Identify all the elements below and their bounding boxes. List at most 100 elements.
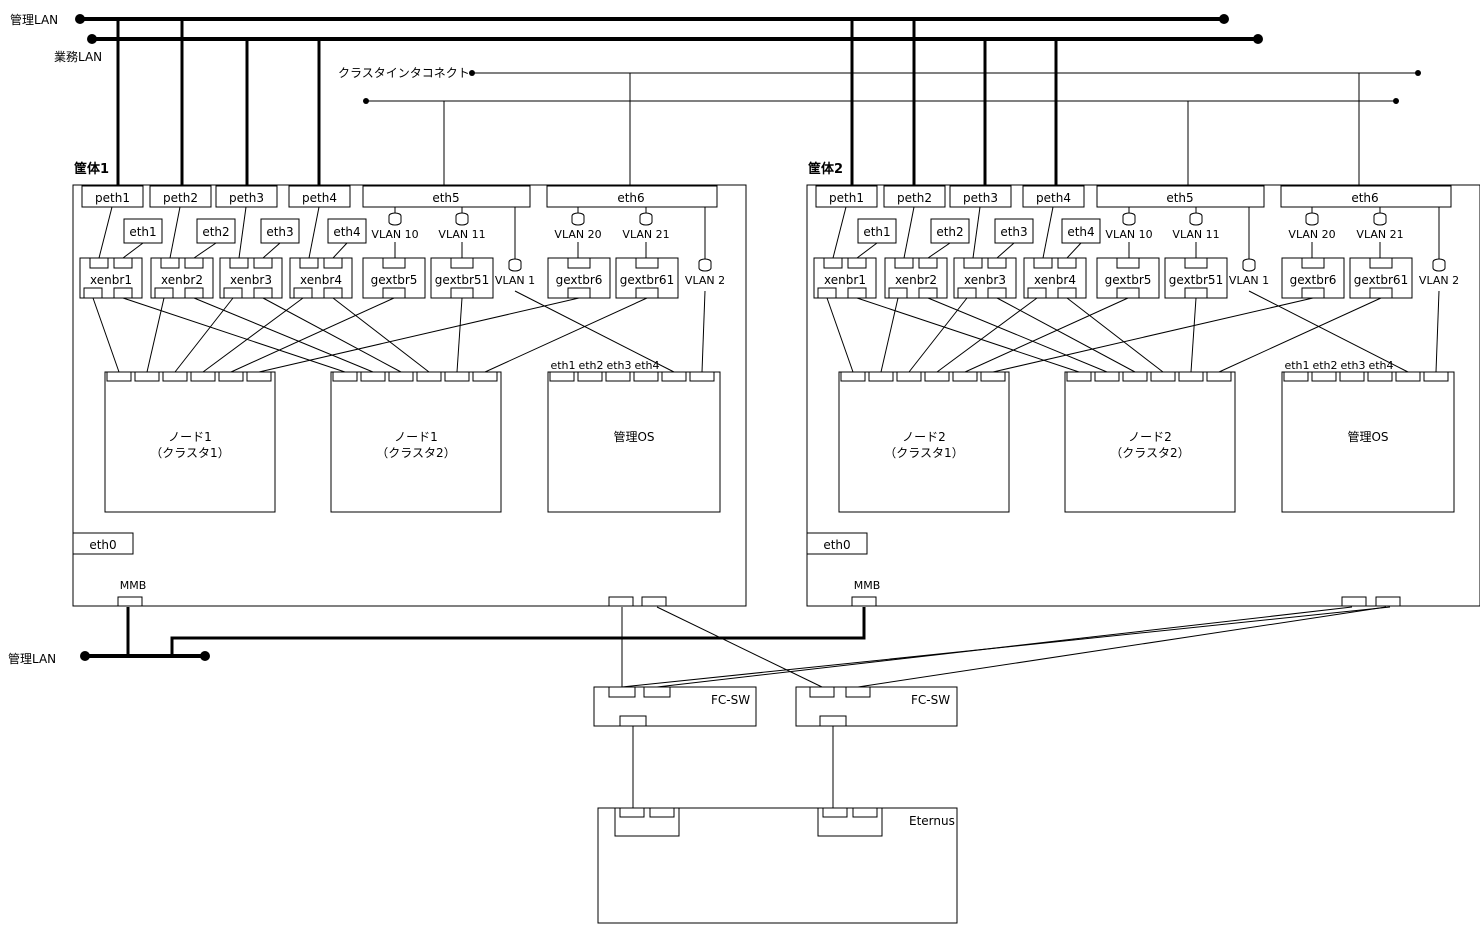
bridge-port — [1033, 257, 1053, 269]
mgmt-os-port — [1339, 371, 1365, 382]
eth-xenbr-link — [996, 242, 1015, 259]
bridge-port — [957, 287, 977, 299]
vlan-icon — [1122, 212, 1136, 226]
vlan-label: VLAN 11 — [1172, 228, 1219, 241]
peth-port — [81, 185, 144, 208]
gextbr-label: gextbr5 — [1105, 273, 1152, 287]
bridge-node-link — [826, 297, 854, 373]
node-port — [360, 371, 386, 382]
mgmt-port-label: eth1 — [1284, 359, 1309, 372]
vlan-icon — [455, 212, 469, 226]
mgmt-port-label: eth1 — [550, 359, 575, 372]
bridge-port — [154, 287, 174, 299]
bridge-port — [1116, 257, 1140, 269]
bridge-port — [1184, 257, 1208, 269]
node-port — [444, 371, 470, 382]
vlan-side-label: VLAN 2 — [685, 274, 725, 287]
chassis-title: 筐体1 — [74, 161, 109, 177]
mgmt-os-port — [633, 371, 659, 382]
vlan-icon — [1189, 212, 1203, 226]
node-port — [952, 371, 978, 382]
bridge-port — [1301, 287, 1325, 299]
vlan-icon — [388, 212, 402, 226]
bridge-node-link — [908, 297, 968, 373]
fc-switch-1: FC-SW — [593, 686, 757, 727]
eth-small-label: eth2 — [936, 225, 963, 239]
node-port — [190, 371, 216, 382]
node-vm — [838, 371, 1010, 513]
node-port — [106, 371, 132, 382]
mgmt-port-label: eth3 — [1340, 359, 1365, 372]
bridge-port — [160, 257, 180, 269]
hba-port — [608, 596, 634, 607]
fc-links — [621, 606, 1391, 808]
mgmt-os-port — [1311, 371, 1337, 382]
hba-port — [1341, 596, 1367, 607]
node-port — [980, 371, 1006, 382]
node-name: ノード1 — [394, 430, 438, 444]
bridge-port — [987, 257, 1007, 269]
node-port — [162, 371, 188, 382]
storage-port — [619, 807, 645, 818]
bridge-node-link — [174, 297, 234, 373]
mgmt-port-label: eth4 — [634, 359, 659, 372]
node-name: ノード1 — [168, 430, 212, 444]
eth-xenbr-link — [262, 242, 281, 259]
bridge-port — [83, 287, 103, 299]
node-port — [416, 371, 442, 382]
peth-label: peth3 — [229, 191, 264, 205]
eth-small-box — [123, 218, 163, 244]
node-port — [472, 371, 498, 382]
bus-end-dot — [200, 651, 210, 661]
vlan-side-label: VLAN 1 — [495, 274, 535, 287]
chassis2-interconnect-drops — [1187, 73, 1360, 187]
mmb-port — [117, 596, 143, 607]
chassis1-interconnect-drops — [443, 73, 631, 187]
eth0-port — [806, 532, 868, 555]
mgmt-port-label: eth3 — [606, 359, 631, 372]
bridge-port — [89, 257, 109, 269]
mmb-port — [851, 596, 877, 607]
bridge-port — [635, 287, 659, 299]
bridge-node-link — [936, 297, 1038, 373]
peth-label: peth4 — [302, 191, 337, 205]
node-port — [1094, 371, 1120, 382]
bus-end-dot — [1219, 14, 1229, 24]
vlan-icon — [1242, 258, 1256, 272]
mgmt-os-box — [547, 371, 721, 513]
bridge-node-link — [146, 297, 165, 373]
peth-xenbr-link — [308, 206, 320, 259]
storage-label: Eternus — [909, 814, 955, 828]
bridge-node-link — [202, 297, 304, 373]
mgmt-os-port — [1283, 371, 1309, 382]
cluster-interconnect-label: クラスタインタコネクト — [338, 66, 470, 80]
node-port — [868, 371, 894, 382]
vlan-label: VLAN 10 — [1105, 228, 1152, 241]
node-port — [1150, 371, 1176, 382]
chassis1-lan-drops — [116, 19, 321, 187]
peth-label: peth3 — [963, 191, 998, 205]
mgmt-os-port — [689, 371, 715, 382]
mgmt-lan-label: 管理LAN — [10, 12, 58, 27]
vlan-label: VLAN 20 — [1288, 228, 1335, 241]
vlan-os-link — [701, 290, 706, 373]
mgmt-os-port — [605, 371, 631, 382]
peth-label: peth2 — [897, 191, 932, 205]
bridge-port — [382, 257, 406, 269]
node-port — [896, 371, 922, 382]
bridge-port — [888, 287, 908, 299]
xenbr-label: xenbr2 — [161, 273, 203, 287]
eth6-port — [1280, 185, 1452, 208]
vlan-label: VLAN 10 — [371, 228, 418, 241]
bridge-port — [823, 257, 843, 269]
bridge-node-link — [122, 297, 346, 373]
node-vm — [330, 371, 502, 513]
bridge-node-link — [992, 297, 1314, 373]
fc-port — [643, 686, 671, 698]
bridge-port — [567, 257, 591, 269]
bus-end-dot — [75, 14, 85, 24]
mmb-label: MMB — [854, 579, 881, 592]
peth-label: peth4 — [1036, 191, 1071, 205]
mgmt-port-label: eth4 — [1368, 359, 1393, 372]
